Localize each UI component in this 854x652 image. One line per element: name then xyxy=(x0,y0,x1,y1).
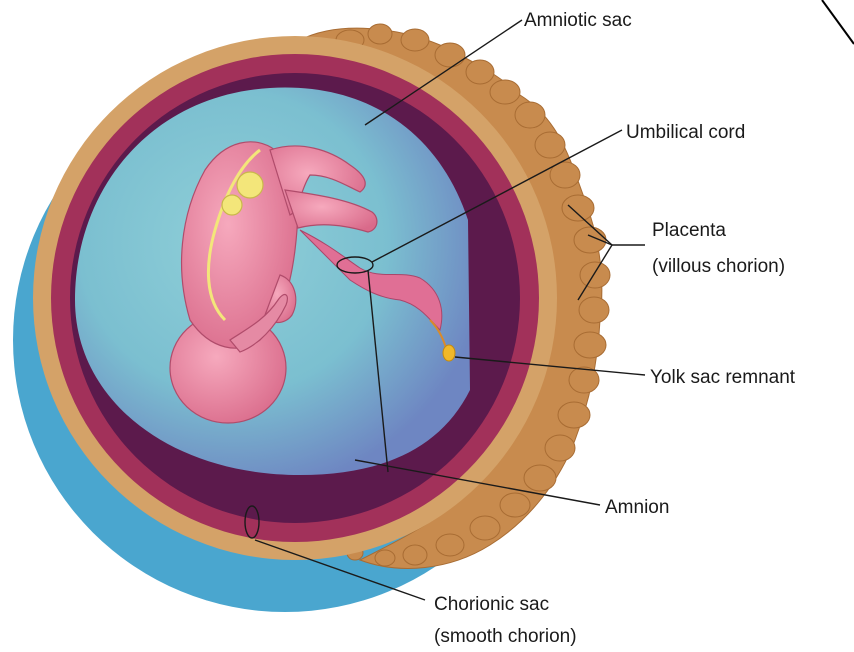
label-yolk-sac-remnant: Yolk sac remnant xyxy=(650,367,796,388)
label-umbilical-cord: Umbilical cord xyxy=(626,122,745,143)
label-placenta: Placenta xyxy=(652,220,726,241)
label-smooth-chorion: (smooth chorion) xyxy=(434,626,577,647)
corner-mark xyxy=(822,0,854,44)
label-amnion: Amnion xyxy=(605,497,669,518)
label-amniotic-sac: Amniotic sac xyxy=(524,10,632,31)
label-villous-chorion: (villous chorion) xyxy=(652,256,785,277)
label-chorionic-sac: Chorionic sac xyxy=(434,594,549,615)
